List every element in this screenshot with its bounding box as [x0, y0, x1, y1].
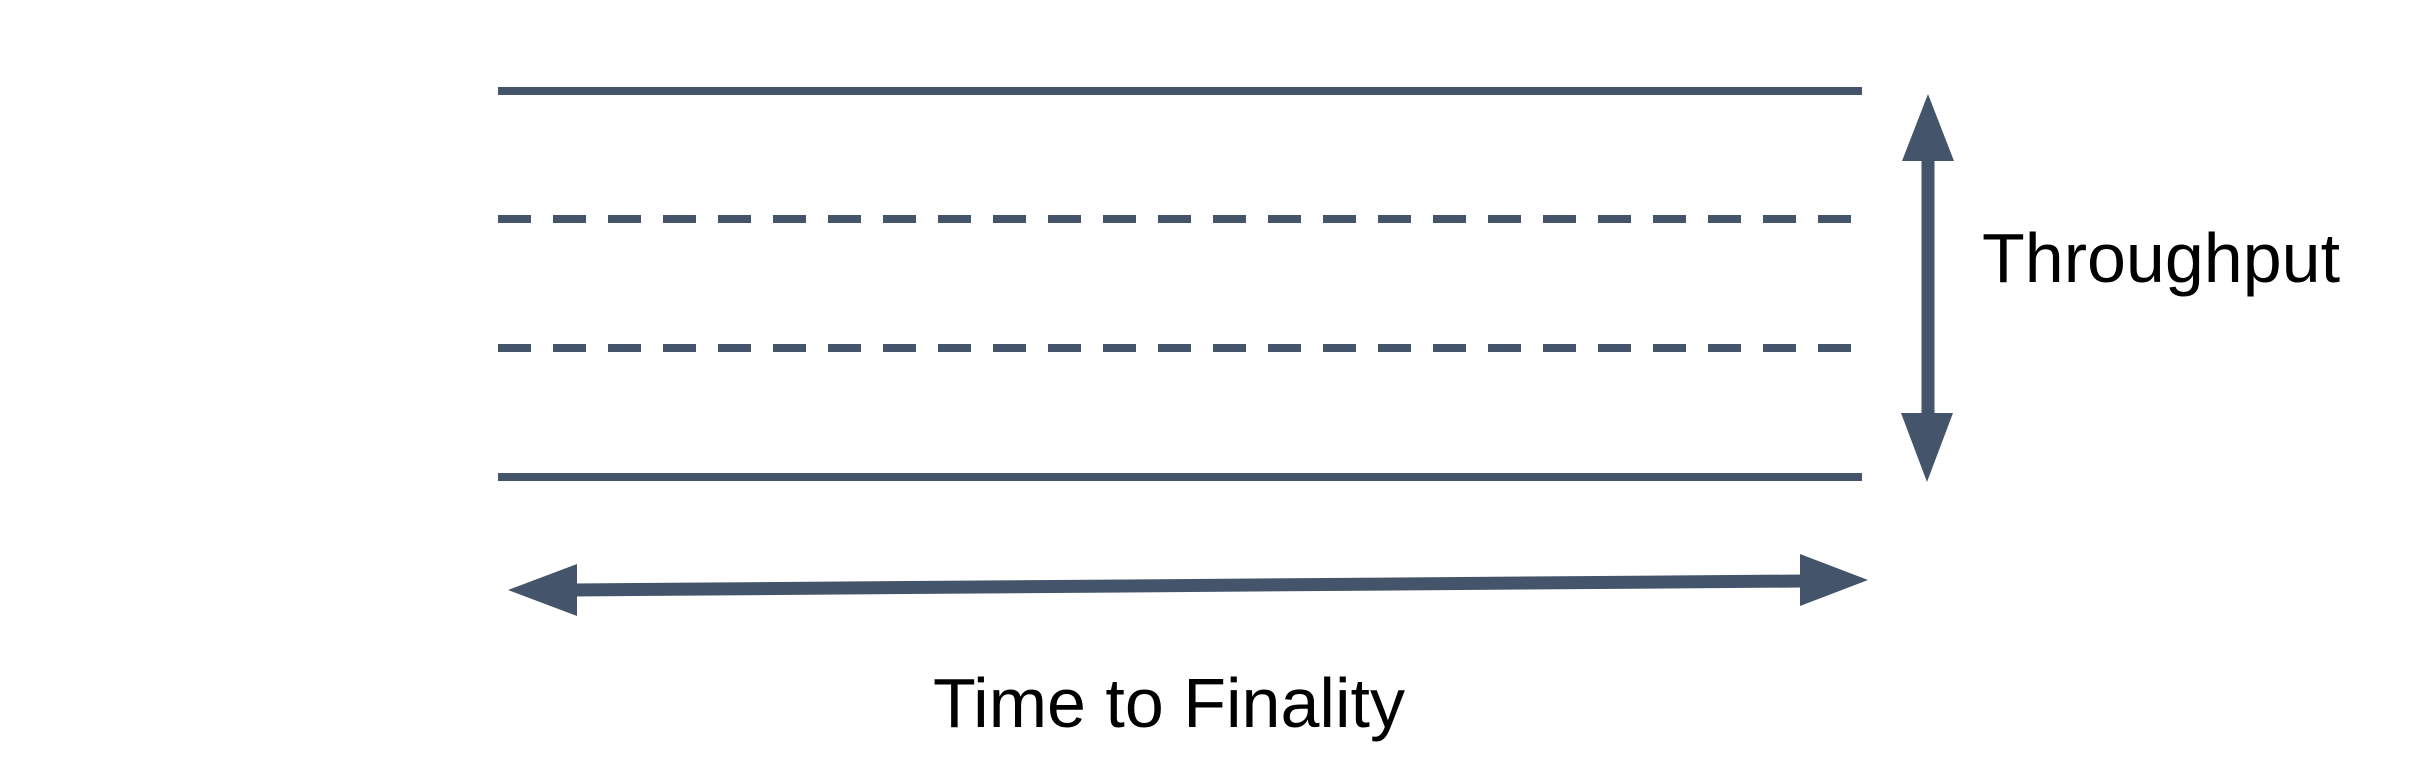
throughput-double-arrow-icon [1901, 94, 1954, 482]
throughput-arrow-head-up [1902, 94, 1954, 161]
time-to-finality-axis-label: Time to Finality [933, 664, 1405, 742]
time-arrow-head-right [1800, 554, 1868, 606]
throughput-axis-label: Throughput [1982, 219, 2341, 297]
time-arrow-shaft [571, 574, 1805, 597]
time-arrow-head-left [508, 564, 577, 616]
time-to-finality-double-arrow-icon [508, 554, 1868, 616]
throughput-arrow-head-down [1901, 413, 1953, 482]
